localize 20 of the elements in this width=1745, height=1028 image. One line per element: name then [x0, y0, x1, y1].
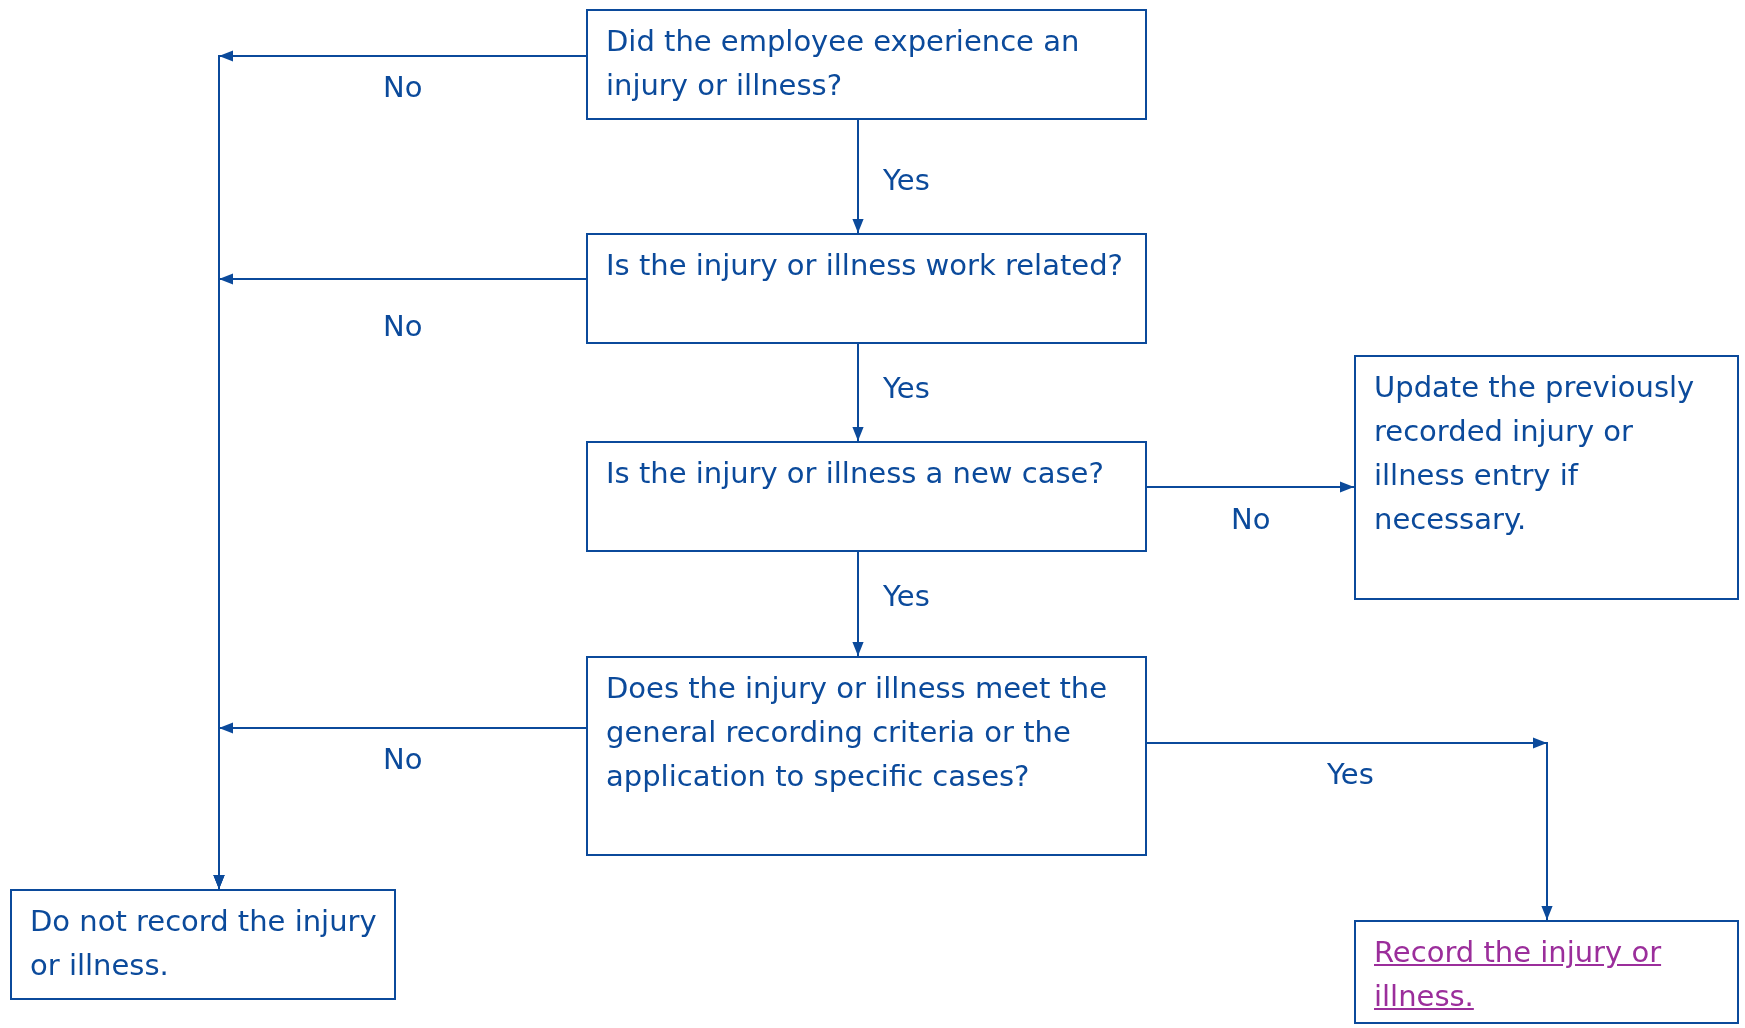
process-box	[586, 233, 1147, 344]
box-text: Do not record the injury or illness.	[30, 903, 378, 984]
arrow	[1146, 737, 1553, 921]
box-text: Did the employee experience an injury or illness?	[606, 23, 1081, 104]
link: Record the injury or illness.	[1374, 934, 1663, 1015]
box-text: Update the previously recorded injury or illness entry if necessary.	[1374, 369, 1696, 538]
arrow	[852, 119, 864, 234]
process-box	[586, 656, 1147, 856]
arrow	[1146, 481, 1355, 493]
arrow	[213, 722, 587, 890]
process-box	[10, 889, 396, 1000]
box-text: Does the injury or illness meet the general recording criteria or the application to specific cases?	[606, 670, 1109, 795]
box-text: Is the injury or illness a new case?	[606, 455, 1105, 492]
arrow	[852, 343, 864, 442]
process-box	[1354, 920, 1739, 1024]
process-box	[586, 441, 1147, 552]
process-box	[586, 9, 1147, 120]
arrow	[852, 551, 864, 657]
process-box	[1354, 355, 1739, 600]
box-text: Is the injury or illness work related?	[606, 247, 1124, 284]
